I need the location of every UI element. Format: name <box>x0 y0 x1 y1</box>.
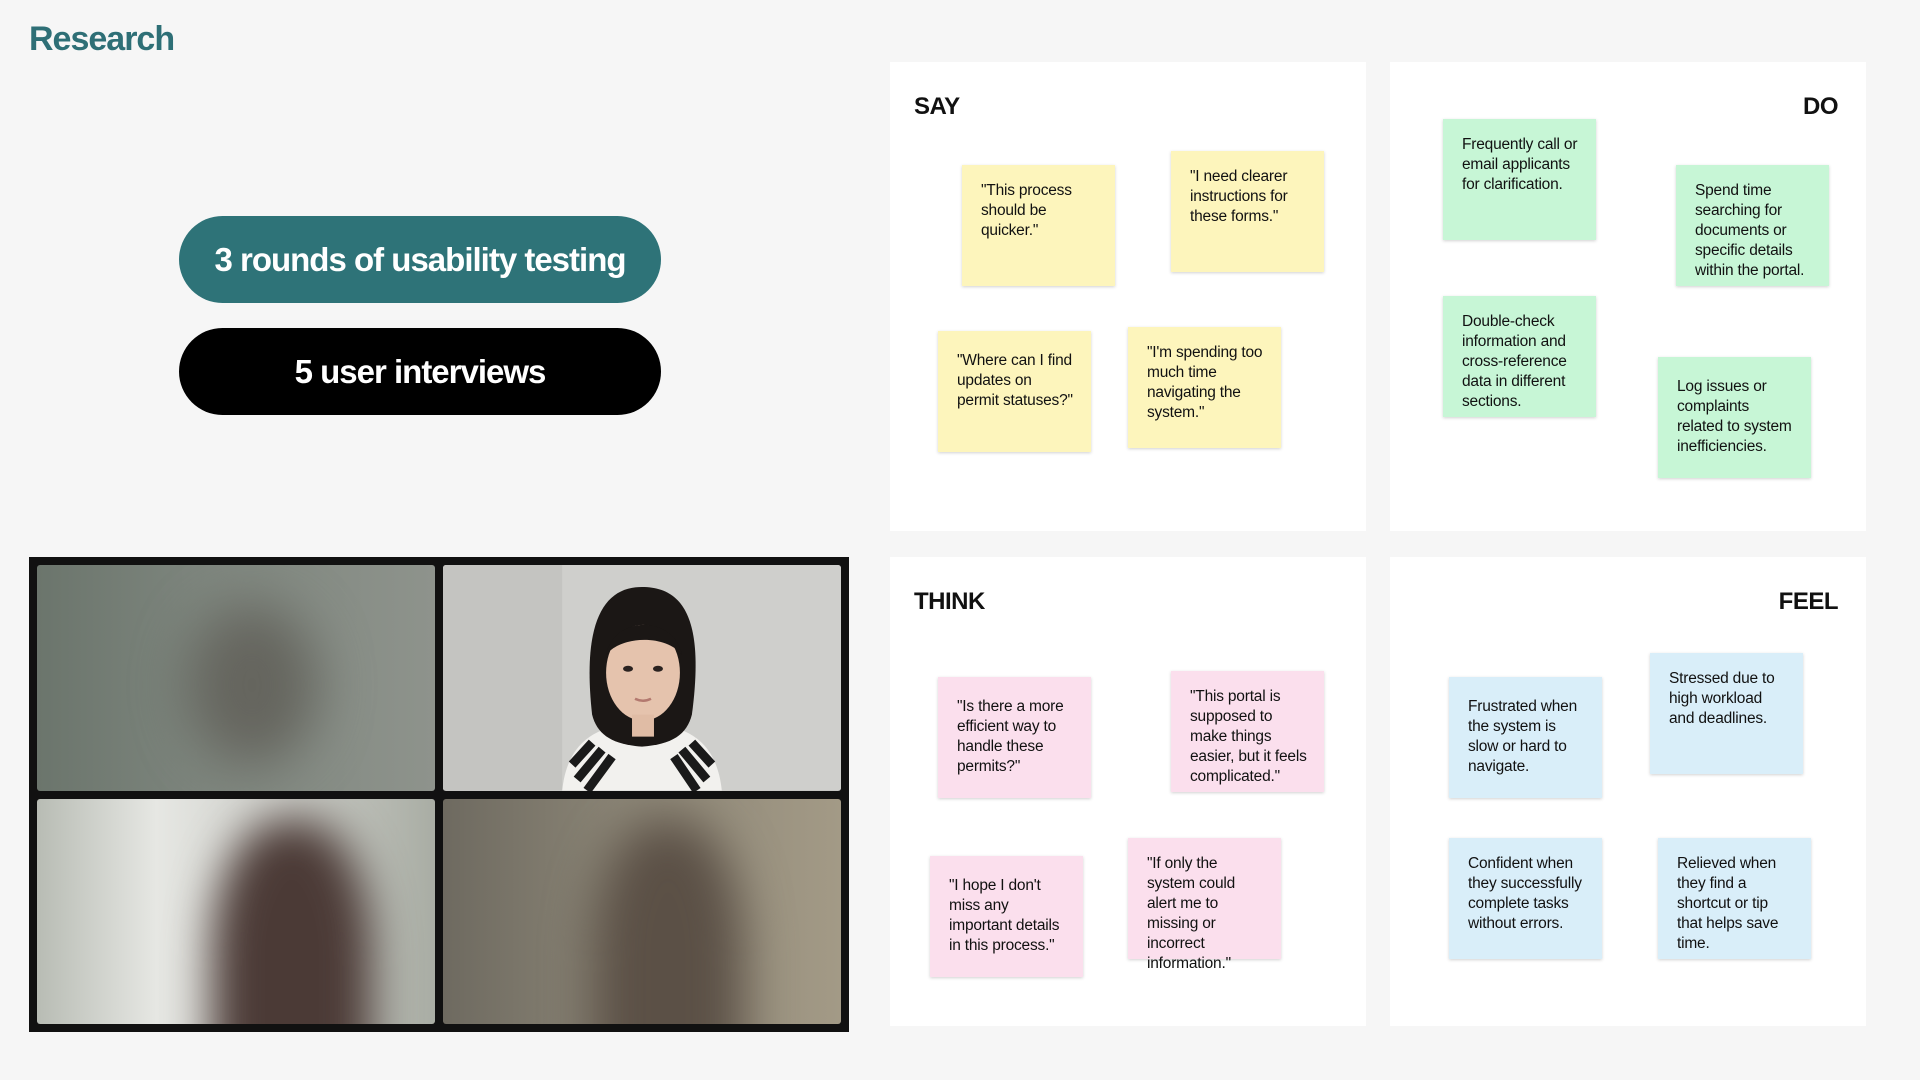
feel-note: Stressed due to high workload and deadli… <box>1650 653 1803 774</box>
think-note: "If only the system could alert me to mi… <box>1128 838 1281 972</box>
say-note: "I'm spending too much time navigating t… <box>1128 327 1281 448</box>
think-label: THINK <box>914 588 985 615</box>
participant-video-blurred-2 <box>37 798 435 1024</box>
do-note: Double-check information and cross-refer… <box>1443 296 1596 417</box>
participant-video-blurred-3 <box>443 798 841 1024</box>
feel-note: Relieved when they find a shortcut or ti… <box>1658 838 1811 959</box>
think-quadrant: THINK "Is there a more efficient way to … <box>890 557 1366 1026</box>
feel-quadrant: FEEL Frustrated when the system is slow … <box>1390 557 1866 1026</box>
usability-testing-badge: 3 rounds of usability testing <box>179 216 661 303</box>
participant-video-interviewee <box>443 565 841 791</box>
participant-video-blurred <box>37 565 435 791</box>
person-illustration <box>443 565 841 791</box>
feel-note: Confident when they successfully complet… <box>1449 838 1602 959</box>
do-label: DO <box>1803 93 1839 120</box>
say-note: "I need clearer instructions for these f… <box>1171 151 1324 272</box>
say-label: SAY <box>914 93 960 120</box>
do-note: Log issues or complaints related to syst… <box>1658 357 1811 478</box>
say-quadrant: SAY "This process should be quicker." "I… <box>890 62 1366 531</box>
think-note: "This portal is supposed to make things … <box>1171 671 1324 792</box>
user-interviews-badge: 5 user interviews <box>179 328 661 415</box>
video-call-screenshot <box>29 557 849 1032</box>
say-note: "Where can I find updates on permit stat… <box>938 331 1091 452</box>
do-quadrant: DO Frequently call or email applicants f… <box>1390 62 1866 531</box>
feel-label: FEEL <box>1778 588 1839 615</box>
think-note: "Is there a more efficient way to handle… <box>938 677 1091 798</box>
think-note: "I hope I don't miss any important detai… <box>930 856 1083 977</box>
do-note: Spend time searching for documents or sp… <box>1676 165 1829 286</box>
say-note: "This process should be quicker." <box>962 165 1115 286</box>
do-note: Frequently call or email applicants for … <box>1443 119 1596 240</box>
page-title: Research <box>29 20 175 58</box>
feel-note: Frustrated when the system is slow or ha… <box>1449 677 1602 798</box>
